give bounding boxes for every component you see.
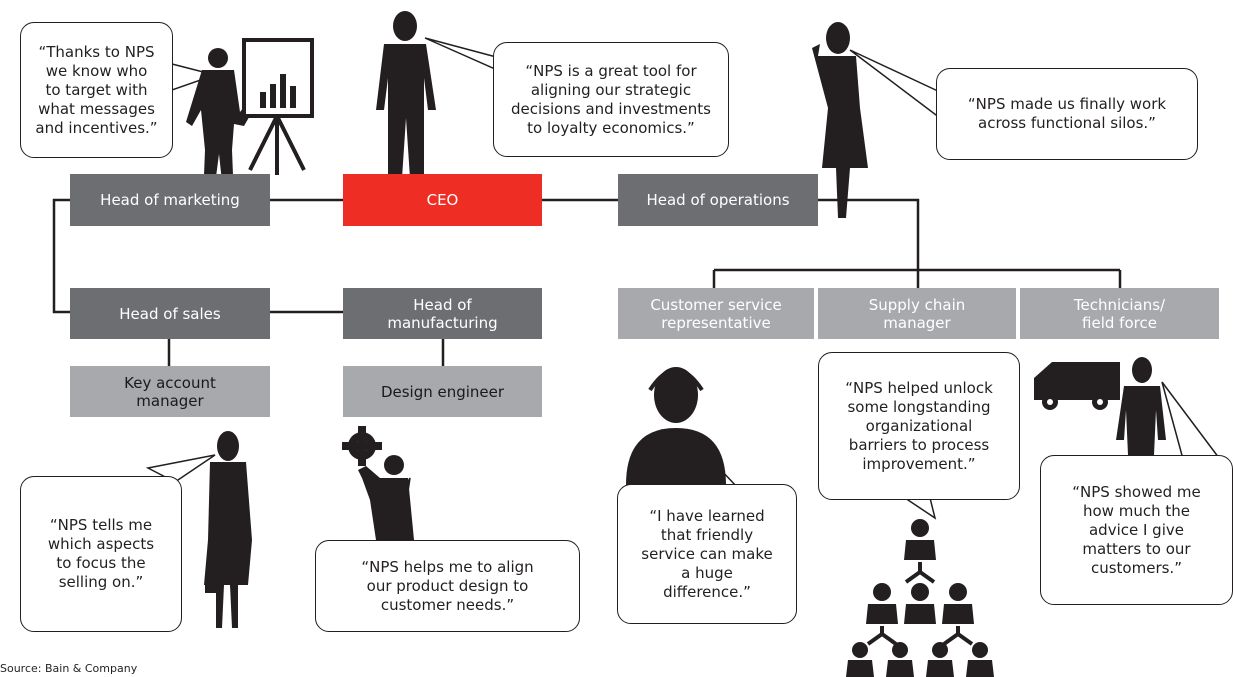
technicians-box: Technicians/ field force <box>1020 288 1219 339</box>
headset-agent-icon <box>626 367 726 485</box>
key-account-manager-box: Key account manager <box>70 366 270 417</box>
supply-chain-quote-bubble: “NPS helped unlock some longstanding org… <box>818 352 1020 500</box>
technician-icon <box>1116 357 1166 455</box>
team-pyramid-icon <box>846 519 994 677</box>
customer-service-quote-bubble: “I have learned that friendly service ca… <box>617 484 797 624</box>
gear-engineer-icon <box>342 426 414 540</box>
presentation-man-icon <box>186 38 314 200</box>
ceo-box: CEO <box>343 174 542 226</box>
design-engineer-quote-bubble: “NPS helps me to align our product desig… <box>315 540 580 632</box>
van-icon <box>1034 362 1120 410</box>
marketing-quote-bubble: “Thanks to NPS we know who to target wit… <box>20 22 173 158</box>
head-of-manufacturing-box: Head of manufacturing <box>343 288 542 339</box>
key-account-quote-bubble: “NPS tells me which aspects to focus the… <box>20 476 182 632</box>
head-of-operations-box: Head of operations <box>618 174 818 226</box>
design-engineer-box: Design engineer <box>343 366 542 417</box>
supply-chain-box: Supply chain manager <box>818 288 1016 339</box>
operations-quote-bubble: “NPS made us finally work across functio… <box>936 68 1198 160</box>
head-of-sales-box: Head of sales <box>70 288 270 339</box>
businesswoman-icon <box>204 431 252 628</box>
phone-woman-icon <box>812 22 868 218</box>
org-connector-lines <box>52 198 1122 366</box>
source-note: Source: Bain & Company <box>0 662 138 675</box>
ceo-quote-bubble: “NPS is a great tool for aligning our st… <box>493 42 729 157</box>
technicians-quote-bubble: “NPS showed me how much the advice I giv… <box>1040 455 1233 605</box>
head-of-marketing-box: Head of marketing <box>70 174 270 226</box>
customer-service-box: Customer service representative <box>618 288 814 339</box>
ceo-man-icon <box>376 11 436 178</box>
